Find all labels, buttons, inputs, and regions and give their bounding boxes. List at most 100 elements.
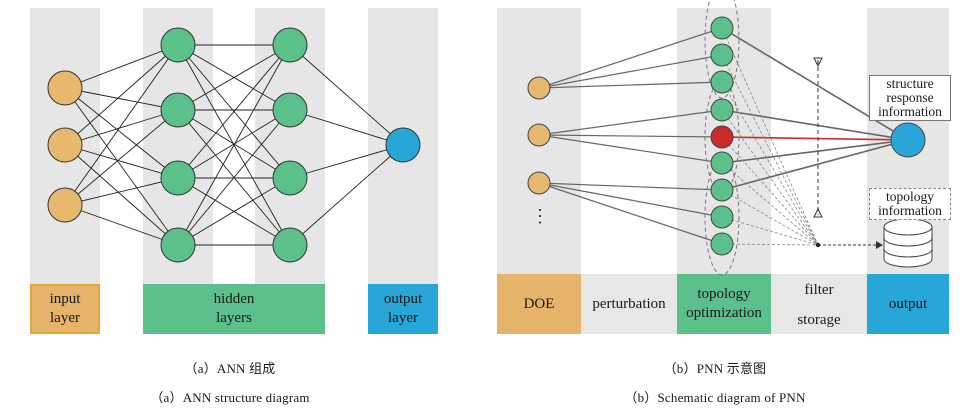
pnn-output-edge — [721, 139, 909, 191]
ann-connections — [64, 44, 404, 246]
pnn-filter-edge — [721, 189, 819, 246]
ann-edge — [289, 144, 404, 179]
database-icon — [883, 218, 933, 268]
pnn-filter-edge — [721, 243, 819, 246]
ann-edge — [177, 109, 291, 246]
caption-b-cn: （b）PNN 示意图 — [663, 361, 767, 376]
pnn-nodes — [527, 16, 933, 268]
topology-optimization-label: topology optimization — [677, 274, 771, 334]
pnn-input-node — [527, 171, 551, 195]
ann-network — [47, 27, 421, 263]
pnn-input-edge — [538, 182, 723, 191]
ann-edge — [64, 109, 179, 206]
ann-edge — [177, 177, 291, 246]
filter-storage-box: filter storage — [771, 274, 867, 334]
pnn-input-edge — [538, 81, 723, 89]
input-layer-label: input layer — [30, 284, 100, 334]
filter-sink-point — [815, 242, 821, 248]
database-top — [883, 218, 933, 236]
pnn-topology-node — [710, 43, 734, 67]
hidden-1-node — [160, 92, 196, 128]
pnn-topology-node — [710, 178, 734, 202]
ann-edge — [177, 44, 291, 246]
pnn-input-edge — [538, 134, 723, 164]
hidden-2-node — [272, 92, 308, 128]
doe-label: DOE — [497, 274, 581, 334]
filter-label: filter — [804, 281, 834, 298]
hidden-2-node — [272, 160, 308, 196]
pnn-topology-node — [710, 16, 734, 40]
output-node — [385, 127, 421, 163]
storage-arrowhead — [876, 241, 883, 249]
hidden-layers-label: hidden layers — [143, 284, 325, 334]
ann-edge — [64, 87, 179, 179]
ann-edge — [64, 109, 179, 146]
pnn-input-edge — [538, 182, 723, 245]
hidden-1-node — [160, 27, 196, 63]
pnn-output-node — [890, 122, 926, 158]
pnn-filter-edge — [721, 162, 819, 246]
output-label: output — [867, 274, 949, 334]
ann-edge — [64, 87, 179, 111]
ann-edge — [64, 44, 179, 146]
ann-edge — [289, 144, 404, 246]
pnn-topology-node — [710, 205, 734, 229]
input-node — [47, 70, 83, 106]
ann-edge — [64, 44, 179, 89]
pnn-topology-node — [710, 98, 734, 122]
pnn-filter-edge — [721, 81, 819, 246]
panel-ann: input layer hidden layers output layer — [0, 0, 450, 340]
pnn-topology-node — [710, 151, 734, 175]
filter-bottom-arrow — [813, 207, 823, 218]
hidden-1-node — [160, 160, 196, 196]
node-group-outline — [704, 0, 740, 99]
ann-edge — [64, 144, 179, 179]
input-node — [47, 127, 83, 163]
pnn-filter-edge — [721, 27, 819, 246]
pnn-filter-edge — [721, 136, 819, 246]
ann-nodes — [47, 27, 421, 263]
perturbation-label: perturbation — [581, 274, 677, 334]
pnn-schematic — [527, 0, 933, 276]
storage-label: storage — [797, 311, 841, 328]
ann-edge — [64, 87, 179, 246]
pnn-input-node — [527, 123, 551, 147]
hidden-1-node — [160, 227, 196, 263]
database-ring — [883, 237, 933, 247]
pnn-filter-edge — [721, 216, 819, 246]
caption-a-cn: （a）ANN 组成 — [184, 361, 276, 376]
ann-edge — [289, 44, 404, 146]
pnn-input-edge — [538, 134, 723, 138]
pnn-highlight-node — [710, 125, 734, 149]
database-ring — [883, 248, 933, 258]
pnn-input-edge — [538, 27, 723, 89]
pnn-highlight-edge — [721, 136, 909, 141]
pnn-input-edge — [538, 109, 723, 136]
input-node — [47, 187, 83, 223]
doe-ellipsis: ⋮ — [531, 206, 549, 226]
pnn-input-node — [527, 76, 551, 100]
ann-edge — [64, 144, 179, 246]
output-layer-label: output layer — [368, 284, 438, 334]
pnn-filter-edge — [721, 109, 819, 246]
filter-top-arrow — [813, 57, 823, 68]
ann-edge — [64, 204, 179, 246]
pnn-output-edge — [721, 109, 909, 141]
pnn-topology-node — [710, 232, 734, 256]
ann-edge — [177, 44, 291, 179]
ann-edge — [64, 177, 179, 206]
ann-edge — [64, 44, 179, 206]
pnn-output-edge — [721, 139, 909, 164]
hidden-2-node — [272, 227, 308, 263]
pnn-output-edge — [721, 27, 909, 141]
topology-information-note: topology information — [869, 188, 951, 220]
ann-edge — [289, 109, 404, 146]
hidden-2-node — [272, 27, 308, 63]
pnn-filter-edge — [721, 54, 819, 246]
pnn-connections — [538, 27, 909, 249]
structure-response-note: structure response information — [869, 75, 951, 121]
pnn-input-edge — [538, 54, 723, 89]
ann-edge — [177, 109, 291, 179]
caption-a-en: （a）ANN structure diagram — [150, 390, 310, 405]
ann-edge — [177, 44, 291, 111]
